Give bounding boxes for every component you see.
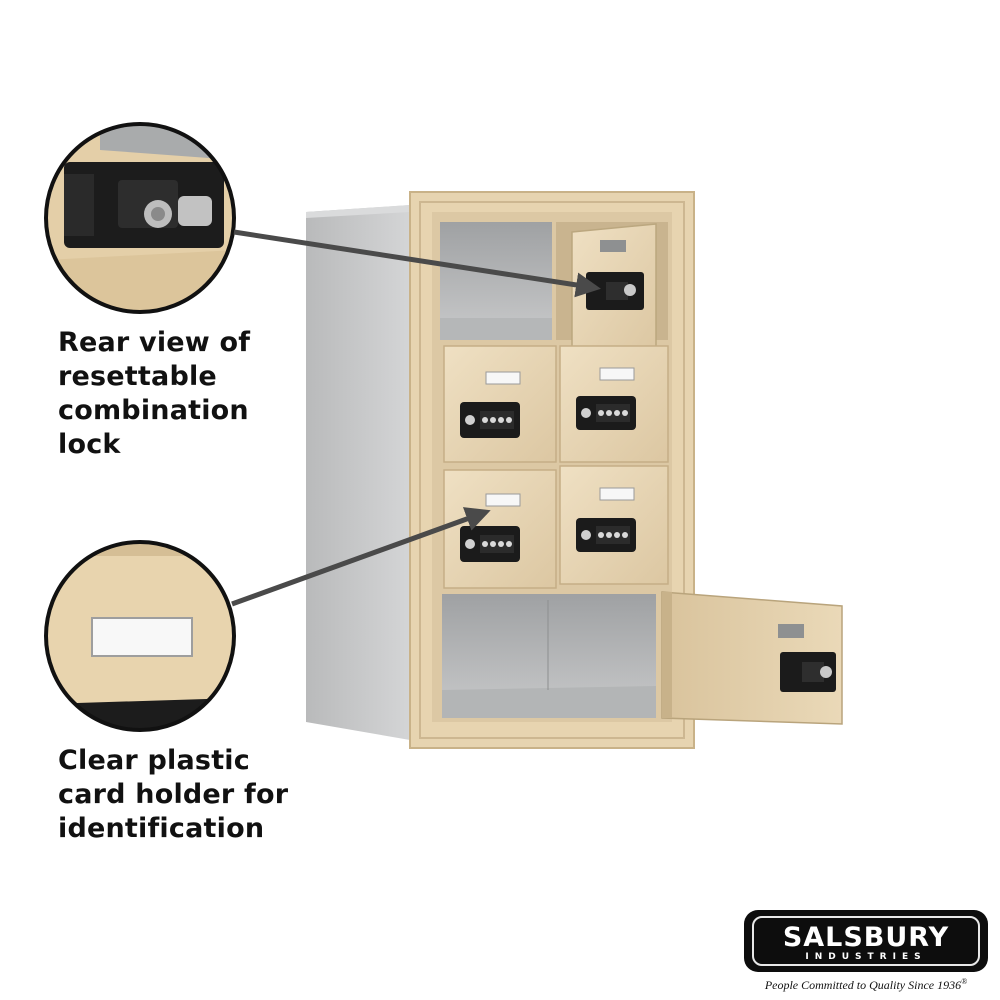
- caption-line: lock: [58, 429, 121, 460]
- caption-line: resettable: [58, 361, 217, 392]
- tagline-text: People Committed to Quality Since 1936: [764, 978, 962, 992]
- open-locker-door: [661, 591, 843, 725]
- lock-callout-caption: Rear view of resettable combination lock: [58, 326, 250, 462]
- card-holder-callout-caption: Clear plastic card holder for identifica…: [58, 744, 288, 846]
- caption-line: identification: [58, 813, 265, 844]
- compartment-top-left-open: [440, 222, 552, 340]
- caption-line: combination: [58, 395, 249, 426]
- compartment-bottom-open: [442, 594, 656, 718]
- caption-line: Rear view of: [58, 327, 251, 358]
- locker-door-row3-left: [443, 469, 557, 589]
- logo-name: SALSBURY: [782, 922, 950, 953]
- lock-pointer-arrow: [233, 229, 601, 298]
- locker-door-row2-left: [443, 345, 557, 463]
- logo-subtitle: INDUSTRIES: [805, 952, 927, 962]
- logo-badge: SALSBURY INDUSTRIES: [744, 910, 988, 972]
- logo-tagline: People Committed to Quality Since 1936®: [740, 977, 992, 993]
- card-holder-pointer-arrow: [231, 507, 491, 607]
- lock-detail-callout: [44, 122, 236, 314]
- brand-logo: SALSBURY INDUSTRIES People Committed to …: [740, 910, 992, 996]
- logo-border: SALSBURY INDUSTRIES: [752, 916, 980, 966]
- caption-line: Clear plastic: [58, 745, 250, 776]
- locker-door-row2-right: [559, 345, 669, 463]
- caption-line: card holder for: [58, 779, 289, 810]
- registered-mark: ®: [961, 977, 968, 986]
- compartment-top-right: [556, 222, 668, 353]
- card-holder-detail-callout: [44, 540, 236, 732]
- locker-door-row3-right: [559, 465, 669, 585]
- locker-side-panel: [306, 205, 410, 740]
